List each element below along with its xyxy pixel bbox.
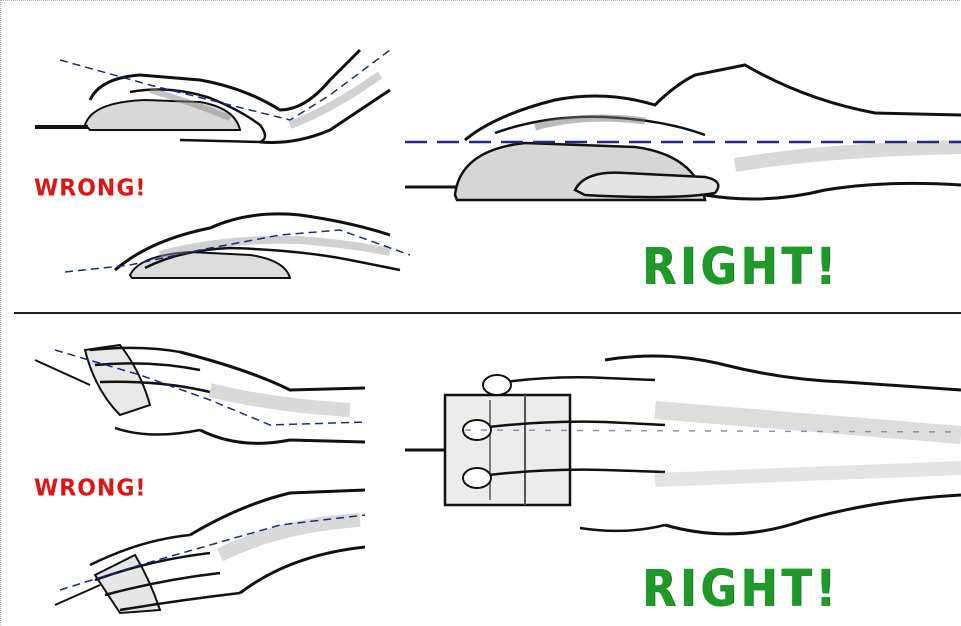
section-divider — [14, 312, 961, 314]
wrong-side-hand-raised-illustration — [30, 30, 410, 155]
wrong-label-bottom: WRONG! — [34, 475, 147, 502]
wrong-top-hand-in-illustration — [40, 485, 365, 615]
wrong-side-hand-dropped-illustration — [60, 200, 420, 285]
right-side-hand-straight-illustration — [405, 55, 961, 215]
wrong-top-hand-out-illustration — [30, 330, 365, 470]
right-top-hand-straight-illustration — [405, 350, 961, 550]
right-label-top: RIGHT! — [642, 238, 840, 297]
wrong-label-top: WRONG! — [34, 175, 147, 202]
right-label-bottom: RIGHT! — [642, 560, 840, 619]
